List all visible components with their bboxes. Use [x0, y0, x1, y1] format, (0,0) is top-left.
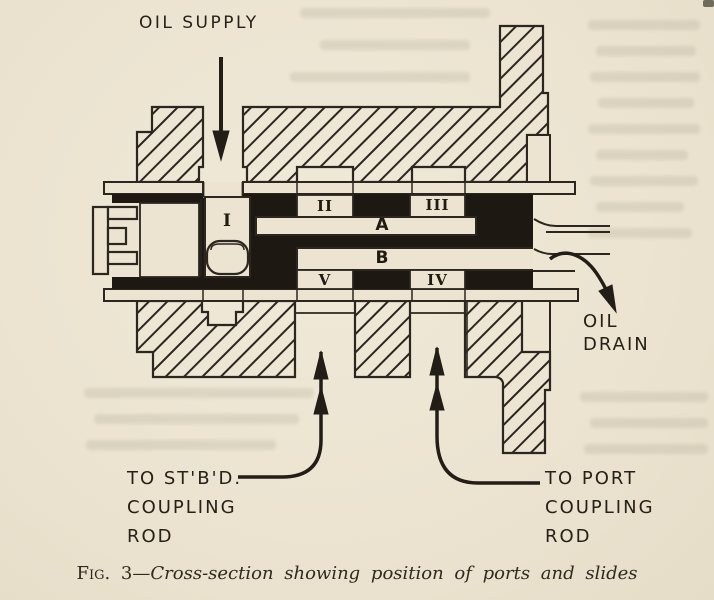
top-casing-main: [241, 24, 550, 184]
bleed-mark: [590, 176, 698, 186]
to-stbd-line1: TO ST'B'D.: [127, 468, 243, 489]
oil-drain-line1: OIL: [583, 311, 619, 332]
oil-drain-line2: DRAIN: [583, 334, 650, 355]
bleed-mark: [590, 72, 700, 82]
port-rod-arrow: [429, 346, 540, 485]
bleed-mark: [596, 150, 688, 160]
slide-b-label: B: [375, 248, 389, 268]
oil-supply-label: OIL SUPPLY: [139, 13, 259, 33]
to-stbd-line2: COUPLING: [127, 497, 237, 518]
figure-caption-number: Fig. 3: [76, 563, 133, 584]
bottom-casing-flange: [463, 299, 552, 455]
stbd-rod-arrow: [238, 350, 329, 479]
bottom-casing-mid: [353, 299, 412, 379]
to-port-line1: TO PORT: [545, 468, 638, 489]
casing-right-step: [526, 134, 551, 183]
bleed-mark: [86, 440, 276, 450]
oil-supply-arrow: [212, 57, 230, 162]
bleed-mark: [84, 388, 314, 398]
slide-a-label: A: [375, 215, 389, 235]
port-ii-label: II: [316, 197, 334, 215]
page-edge-mark: [703, 0, 714, 7]
bleed-mark: [584, 444, 708, 454]
top-casing: [135, 24, 550, 184]
bleed-mark: [588, 228, 692, 238]
port-v-block: [296, 269, 354, 290]
bleed-mark: [588, 124, 700, 134]
bleed-mark: [94, 414, 299, 424]
to-port-line2: COUPLING: [545, 497, 655, 518]
left-guide-block: [139, 202, 200, 278]
top-casing-left: [135, 105, 205, 184]
bottom-rail: [103, 288, 579, 302]
slide-rod-lines: [533, 218, 610, 272]
capsule-inner-line: [210, 243, 245, 251]
bleed-mark: [588, 20, 700, 30]
coupling-fork: [91, 205, 139, 276]
to-stbd-label: TO ST'B'D. COUPLING ROD: [127, 464, 242, 551]
oil-drain-label: OIL DRAIN: [583, 310, 650, 356]
rail-joint-ticks: [202, 182, 466, 301]
port-v-label: V: [318, 271, 332, 289]
figure-caption-text: —Cross-section showing position of ports…: [132, 563, 638, 584]
to-port-label: TO PORT COUPLING ROD: [545, 464, 655, 551]
bleed-mark: [300, 8, 490, 18]
top-rail-left: [103, 181, 204, 195]
oil-drain-arrow: [548, 251, 617, 314]
bottom-casing: [135, 299, 552, 455]
slide-i-port-capsule: [205, 239, 250, 276]
port-i-label: I: [223, 211, 232, 231]
bleed-mark: [290, 72, 470, 82]
bleed-mark: [580, 392, 708, 402]
port-iii-label: III: [425, 196, 450, 214]
port-iv-block: [409, 269, 466, 290]
slide-b-bar: [296, 247, 533, 271]
bleed-mark: [598, 98, 694, 108]
to-stbd-line3: ROD: [127, 526, 174, 547]
bottom-casing-left: [135, 299, 297, 379]
bleed-mark: [590, 418, 708, 428]
bleed-mark: [320, 40, 470, 50]
top-rail-right: [242, 181, 576, 195]
slide-a-bar: [255, 216, 477, 236]
port-iv-label: IV: [427, 271, 448, 289]
figure-caption: Fig. 3—Cross-section showing position of…: [0, 563, 714, 584]
to-port-line3: ROD: [545, 526, 592, 547]
bleed-mark: [596, 202, 684, 212]
bleed-mark: [596, 46, 696, 56]
